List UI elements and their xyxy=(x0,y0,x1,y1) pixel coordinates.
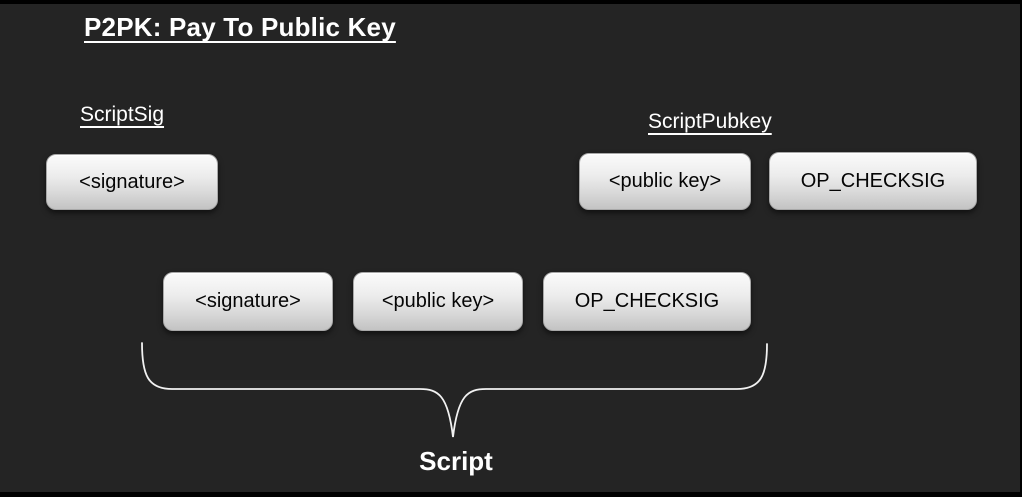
curly-brace xyxy=(141,342,768,438)
letterbox-right xyxy=(1020,0,1022,497)
letterbox-bottom xyxy=(0,492,1022,497)
script-brace-label: Script xyxy=(419,446,493,476)
scriptpubkey-section-label: ScriptPubkey xyxy=(648,110,772,133)
opcode-box-signature-scriptsig: <signature> xyxy=(46,154,218,210)
opcode-box-checksig-scriptpubkey: OP_CHECKSIG xyxy=(769,152,977,210)
opcode-box-signature-combined: <signature> xyxy=(163,272,333,331)
scriptsig-section-label: ScriptSig xyxy=(80,103,165,126)
page-title: P2PK: Pay To Public Key xyxy=(84,12,396,42)
opcode-box-publickey-scriptpubkey: <public key> xyxy=(579,153,751,210)
opcode-box-checksig-combined: OP_CHECKSIG xyxy=(543,272,751,331)
opcode-box-publickey-combined: <public key> xyxy=(353,272,523,331)
letterbox-top xyxy=(0,0,1022,4)
